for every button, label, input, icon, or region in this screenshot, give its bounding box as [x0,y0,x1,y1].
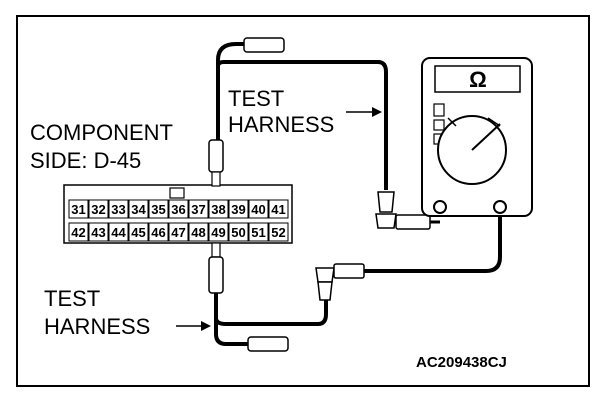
component-label-1: COMPONENT [30,120,173,145]
pin-cell [88,222,109,242]
pin-number: 44 [111,225,126,240]
pin-cell [148,199,169,219]
pin-number: 43 [91,225,105,240]
pin-cell [128,222,149,242]
top-harness-label-2: HARNESS [228,112,335,137]
pin-number: 41 [271,202,285,217]
pin-cell [108,222,129,242]
pin-cell [268,222,289,242]
pin-number: 38 [211,202,225,217]
top-test-harness [208,37,440,230]
pin-number: 34 [131,202,146,217]
pin-cell [168,222,189,242]
pin-cell [108,199,129,219]
pin-number: 36 [171,202,185,217]
pin-cell [208,222,229,242]
pin-cell [68,199,89,219]
pin-cell [68,222,89,242]
pin-number: 42 [71,225,85,240]
pin-cell [128,199,149,219]
figure-code: AC209438CJ [416,354,507,371]
pin-number: 46 [151,225,165,240]
bottom-harness-label-1: TEST [44,286,101,311]
pin-number: 47 [171,225,185,240]
pin-number: 51 [251,225,265,240]
bottom-test-harness [176,210,502,352]
pin-cell [268,199,289,219]
pin-number: 31 [71,202,85,217]
pin-cell [228,222,249,242]
multimeter: Ω [421,57,533,217]
pin-row-2: 42 43 44 45 46 47 48 49 50 51 52 [68,222,289,242]
pin-number: 39 [231,202,245,217]
pin-number: 32 [91,202,105,217]
connector-d45: 31 32 33 34 35 36 37 38 39 40 41 42 43 44 45 46 47 48 49 5… [63,184,293,244]
pin-cell [228,199,249,219]
bottom-harness-label-2: HARNESS [44,314,151,339]
pin-row-1: 31 32 33 34 35 36 37 38 39 40 41 [68,199,289,219]
pin-number: 48 [191,225,205,240]
pin-cell [188,199,209,219]
pin-number: 52 [271,225,285,240]
pin-number: 50 [231,225,245,240]
pin-cell [248,199,269,219]
pin-number: 45 [131,225,145,240]
pin-number: 49 [211,225,225,240]
frame [16,15,590,387]
pin-cell [208,199,229,219]
pin-cell [148,222,169,242]
pin-cell [88,199,109,219]
pin-cell [248,222,269,242]
pin-number: 33 [111,202,125,217]
ohm-symbol: Ω [469,67,487,92]
pin-number: 35 [151,202,165,217]
top-harness-label-1: TEST [228,86,285,111]
pin-cell [188,222,209,242]
pin-cell [168,199,189,219]
pin-number: 40 [251,202,265,217]
pin-number: 37 [191,202,205,217]
component-label-2: SIDE: D-45 [30,148,142,173]
